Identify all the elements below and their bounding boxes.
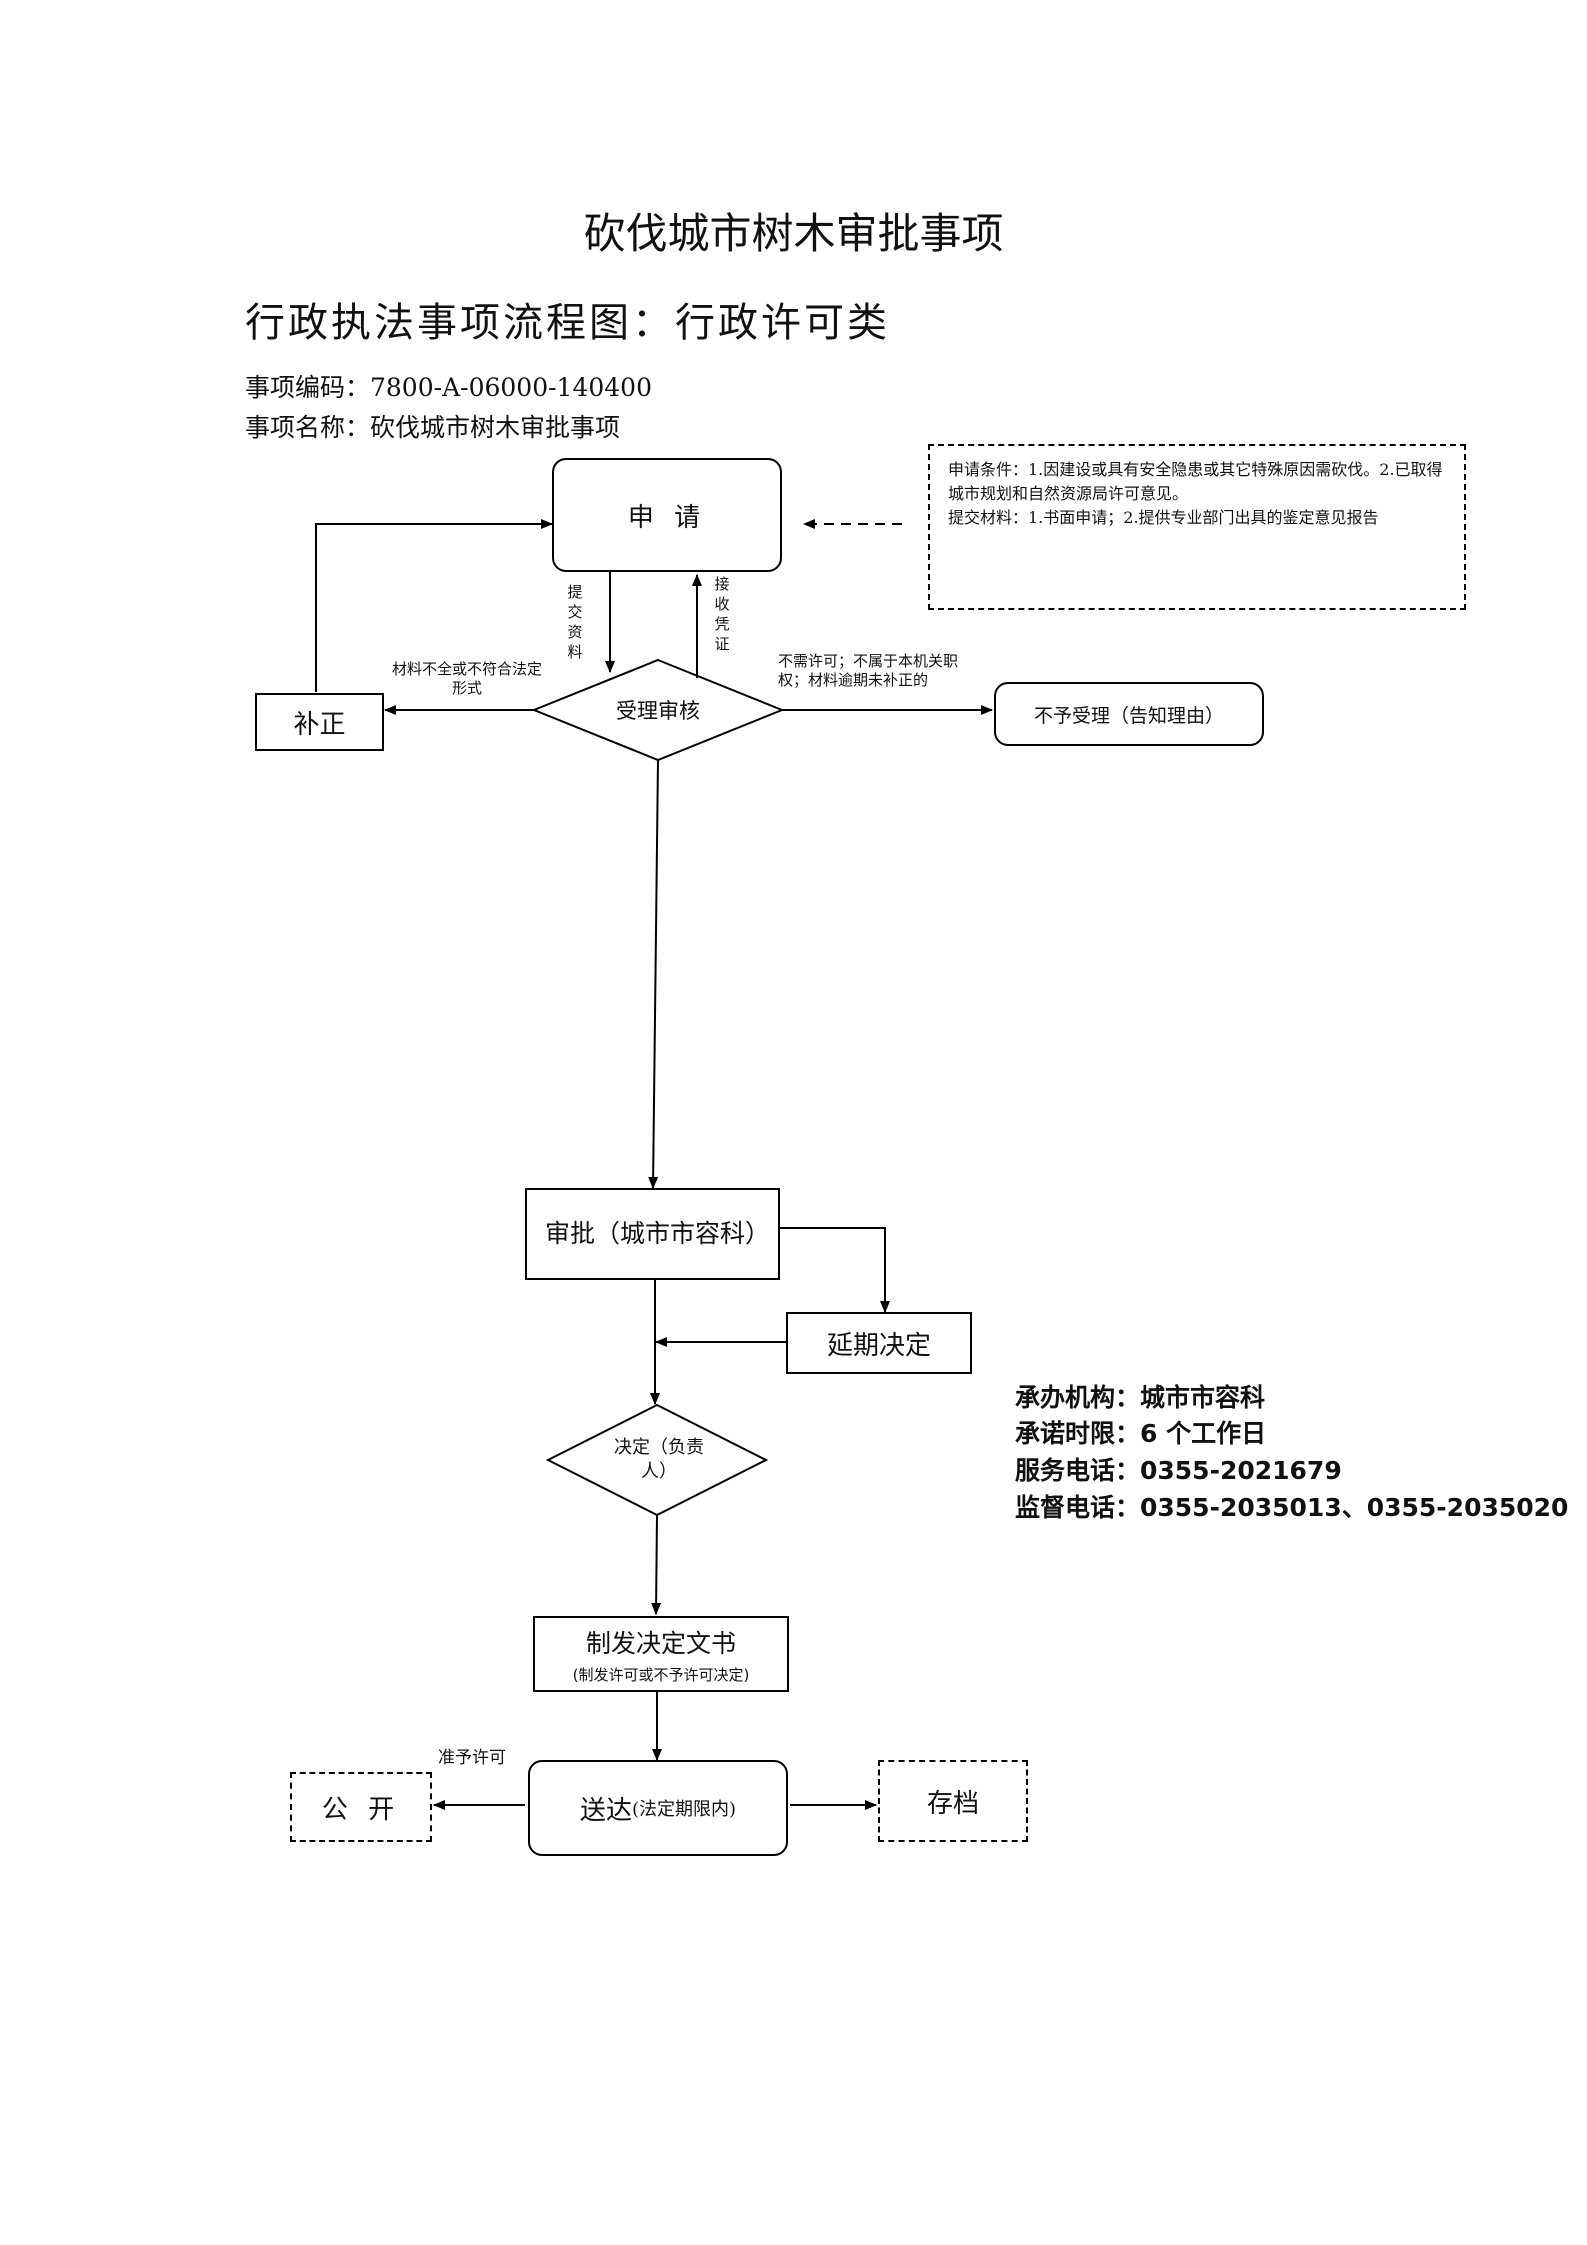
- issue-subtitle: (制发许可或不予许可决定): [572, 1665, 750, 1684]
- publish-node: 公 开: [290, 1772, 432, 1842]
- apply-node: 申 请: [552, 458, 782, 572]
- item-code: 事项编码：7800-A-06000-140400: [245, 373, 652, 402]
- deliver-subtitle: (法定期限内): [631, 1799, 737, 1820]
- archive-node: 存档: [878, 1760, 1028, 1842]
- incomplete-label: 材料不全或不符合法定形式: [392, 660, 543, 697]
- grant-label: 准予许可: [438, 1748, 506, 1768]
- no-permit-label: 不需许可；不属于本机关职权；材料逾期未补正的: [778, 652, 959, 689]
- issue-title: 制发决定文书: [585, 1628, 736, 1658]
- page-subtitle: 行政执法事项流程图：行政许可类: [245, 300, 890, 346]
- page-title: 砍伐城市树木审批事项: [583, 209, 1004, 258]
- service-phone-info: 服务电话：0355-2021679: [1015, 1456, 1342, 1485]
- conditions-text: 申请条件：1.因建设或具有安全隐患或其它特殊原因需砍伐。2.已取得城市规划和自然…: [948, 460, 1443, 503]
- decide-label: 决定（负责人）: [614, 1437, 704, 1482]
- materials-text: 提交材料：1.书面申请；2.提供专业部门出具的鉴定意见报告: [948, 508, 1379, 527]
- review-label: 受理审核: [616, 699, 700, 723]
- agency-info: 承办机构：城市市容科: [1015, 1383, 1266, 1412]
- supplement-node: 补正: [255, 693, 384, 751]
- extend-node: 延期决定: [786, 1312, 972, 1374]
- reject-node: 不予受理（告知理由）: [994, 682, 1264, 746]
- issue-node: 制发决定文书 (制发许可或不予许可决定): [533, 1616, 789, 1692]
- time-limit-info: 承诺时限：6 个工作日: [1015, 1419, 1267, 1448]
- supervise-phone-info: 监督电话：0355-2035013、0355-2035020: [1015, 1493, 1569, 1522]
- approve-node: 审批（城市市容科）: [525, 1188, 780, 1280]
- item-name: 事项名称：砍伐城市树木审批事项: [245, 413, 621, 442]
- receipt-label: 接收凭证: [714, 575, 730, 653]
- deliver-title: 送达: [579, 1795, 632, 1826]
- deliver-node: 送达 (法定期限内): [528, 1760, 788, 1856]
- conditions-note: 申请条件：1.因建设或具有安全隐患或其它特殊原因需砍伐。2.已取得城市规划和自然…: [928, 444, 1466, 610]
- submit-label: 提交资料: [567, 583, 583, 661]
